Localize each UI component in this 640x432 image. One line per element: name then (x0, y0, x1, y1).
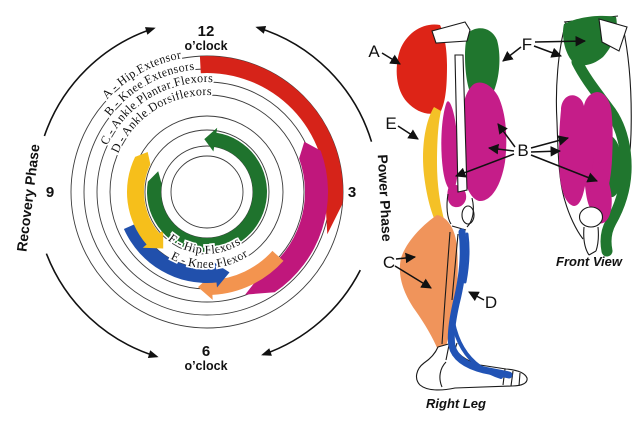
arrow-A (381, 52, 401, 65)
dorsiflexor-muscle-D (447, 228, 513, 379)
rotation-arrowhead-2 (147, 350, 159, 358)
arrow-B-left-1 (497, 123, 516, 148)
arrow-F-right-low (533, 45, 562, 58)
clock-12-oclock-label: o’clock (184, 39, 227, 53)
tibia-lines (441, 231, 459, 345)
rotation-arrowhead-3 (261, 348, 272, 356)
arrow-C-top (395, 252, 417, 264)
activity-arc-B (245, 141, 329, 295)
right-leg-caption: Right Leg (426, 396, 486, 411)
arrow-E (397, 125, 419, 140)
callout-labels: A E F B C D (368, 35, 598, 312)
arrow-F-left (502, 46, 522, 62)
right-leg-figure: Right Leg (396, 21, 528, 411)
arrow-B-left-2 (487, 143, 515, 155)
arrow-B-right-3 (530, 154, 598, 183)
power-phase-label: Power Phase (375, 154, 396, 242)
clock-ring-circle (144, 129, 270, 255)
clock-6-oclock-label: o’clock (184, 359, 227, 373)
heel-line (439, 361, 447, 388)
clock-ring-circle (160, 145, 254, 239)
pedal-clock: A - Hip Extensor B - Knee Extensors C - … (13, 23, 395, 373)
rotation-arrow-3 (262, 269, 362, 356)
femur-outline (454, 54, 468, 193)
callout-letter-A: A (368, 42, 380, 61)
quad-muscle-B-outer (459, 82, 507, 202)
clock-ring-circle (170, 155, 244, 229)
arrow-F-right-top (534, 35, 587, 47)
callout-letter-E: E (385, 114, 396, 133)
knee-flexor-muscle-E (423, 107, 446, 234)
front-view-shin-lines (583, 226, 599, 256)
quad-muscle-B-inner (441, 101, 459, 191)
rotation-arrows (43, 26, 373, 358)
activity-arc-C (198, 250, 284, 300)
activity-arc-D (123, 222, 230, 288)
arrow-D (468, 291, 485, 302)
callout-letter-F: F (522, 35, 532, 54)
rotation-arrowhead-1 (255, 26, 267, 34)
clock-9-label: 9 (46, 184, 54, 201)
clock-3-label: 3 (348, 184, 356, 201)
front-view-caption: Front View (556, 254, 623, 269)
activity-arc-E (126, 152, 164, 249)
clock-12-label: 12 (198, 23, 215, 40)
arrow-B-right-1 (530, 135, 570, 149)
callout-letter-B: B (517, 141, 528, 160)
dorsiflexor-tendon-branch (451, 320, 503, 379)
front-view-figure: Front View (555, 15, 632, 269)
front-view-pelvis-flap (598, 18, 628, 52)
dorsiflexor-strip (463, 232, 470, 284)
rotation-arrow-0 (43, 27, 155, 137)
activity-arc-A (199, 56, 344, 235)
pelvis-outline (431, 21, 471, 44)
patella-outline (461, 205, 475, 225)
arrow-C-low (394, 265, 432, 289)
callout-letter-D: D (485, 293, 497, 312)
clock-6-label: 6 (202, 343, 210, 360)
arrow-B-right-2 (530, 146, 562, 157)
recovery-phase-label: Recovery Phase (13, 143, 42, 253)
callout-letter-C: C (383, 253, 395, 272)
glute-muscle-A (396, 24, 447, 114)
rotation-arrowhead-0 (145, 27, 156, 35)
front-view-patella (578, 206, 604, 228)
arrow-B-left-3 (455, 153, 515, 178)
rotation-arrow-1 (257, 26, 373, 142)
rotation-arrow-2 (45, 253, 157, 358)
muscle-activity-arcs (123, 56, 344, 300)
